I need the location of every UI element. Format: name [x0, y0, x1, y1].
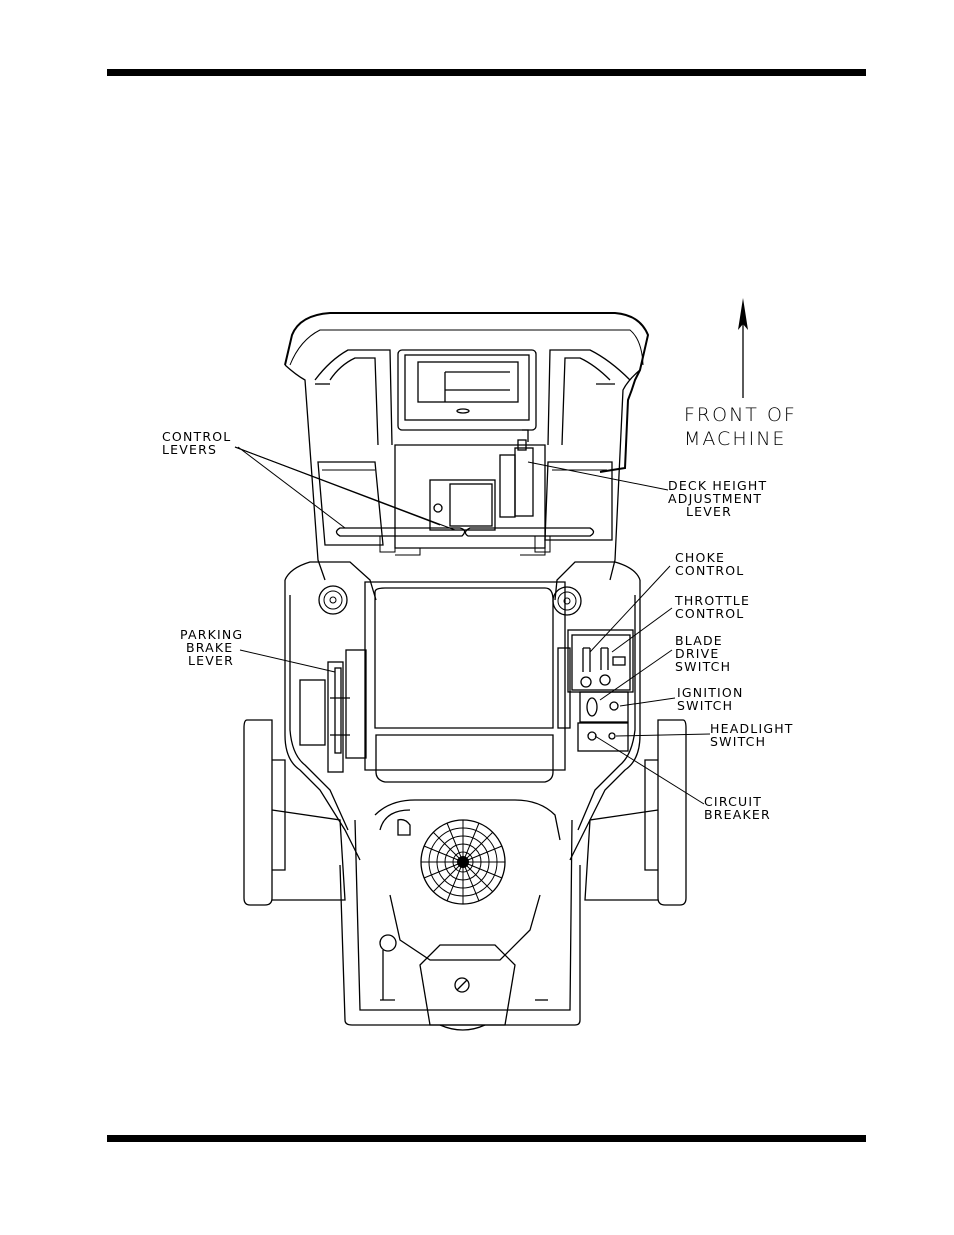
deck-height-label-2: ADJUSTMENT: [668, 491, 762, 506]
ignition-label-2: SWITCH: [677, 698, 733, 713]
choke-label-2: CONTROL: [675, 563, 744, 578]
choke-label-1: CHOKE: [675, 550, 725, 565]
left-fuel-cap-icon: [318, 585, 348, 615]
control-levers-label-2: LEVERS: [162, 442, 217, 457]
circuit-breaker-label-1: CIRCUIT: [704, 794, 762, 809]
blade-drive-label-2: DRIVE: [675, 646, 719, 661]
control-levers-label-1: CONTROL: [162, 429, 231, 444]
circuit-breaker-label-2: BREAKER: [704, 807, 771, 822]
front-arrow-icon: [738, 298, 748, 398]
deck-height-label-1: DECK HEIGHT: [668, 478, 767, 493]
parking-brake-label-2: BRAKE: [186, 640, 233, 655]
parking-brake-label-3: LEVER: [188, 653, 234, 668]
headlight-label-1: HEADLIGHT: [710, 721, 794, 736]
throttle-label-2: CONTROL: [675, 606, 744, 621]
front-of-machine-label-1: FRONT OF: [684, 404, 797, 426]
right-fuel-cap-icon: [552, 586, 582, 616]
engine-fan-icon: [420, 819, 506, 905]
bottom-rule: [107, 1135, 866, 1142]
blade-drive-label-1: BLADE: [675, 633, 723, 648]
headlight-label-2: SWITCH: [710, 734, 766, 749]
front-of-machine-label-2: MACHINE: [684, 428, 786, 450]
top-rule: [107, 69, 866, 76]
ignition-label-1: IGNITION: [677, 685, 744, 700]
mower-body: [243, 312, 687, 1031]
throttle-label-1: THROTTLE: [674, 593, 750, 608]
callout-lines: [234, 446, 711, 805]
parking-brake-label-1: PARKING: [180, 627, 243, 642]
deck-height-label-3: LEVER: [686, 504, 732, 519]
blade-drive-label-3: SWITCH: [675, 659, 731, 674]
